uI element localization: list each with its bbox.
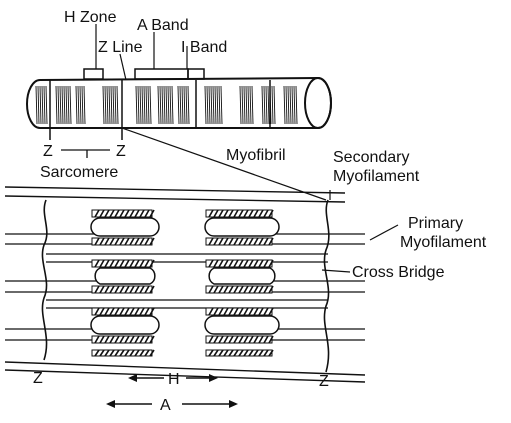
z-label-bottom-left: Z (33, 370, 43, 387)
sarcomere-label: Sarcomere (40, 164, 118, 181)
band-markers (83, 24, 205, 81)
h-dimension-arrow (128, 374, 218, 382)
a-dimension-label: A (160, 397, 171, 414)
thick-filaments (90, 209, 280, 357)
a-band-label: A Band (137, 17, 189, 34)
z-disc-right (323, 199, 330, 373)
z-disc-left (41, 199, 48, 361)
z-label-top-left: Z (43, 143, 53, 160)
primary-myofilament-label-line1: Primary (408, 215, 463, 232)
z-line-label: Z Line (98, 39, 143, 56)
h-zone-label: H Zone (64, 9, 117, 26)
secondary-myofilament-label-line2: Myofilament (333, 168, 420, 185)
myofibril-label: Myofibril (226, 147, 286, 164)
thin-filaments (5, 233, 365, 341)
myofibril-cylinder (26, 76, 332, 140)
sarcomere-bracket (61, 149, 110, 158)
a-dimension-arrow (106, 400, 238, 408)
primary-myofilament-label-line2: Myofilament (400, 234, 487, 251)
sarcomere-detail (4, 186, 366, 383)
z-label-bottom-right: Z (319, 373, 329, 390)
z-label-top-right: Z (116, 143, 126, 160)
i-band-label: I Band (181, 39, 227, 56)
cross-bridge-label: Cross Bridge (352, 264, 445, 281)
secondary-myofilament-label-line1: Secondary (333, 149, 410, 166)
h-dimension-label: H (168, 371, 180, 388)
zoom-line (121, 127, 327, 201)
myofibril-striations (35, 80, 298, 128)
